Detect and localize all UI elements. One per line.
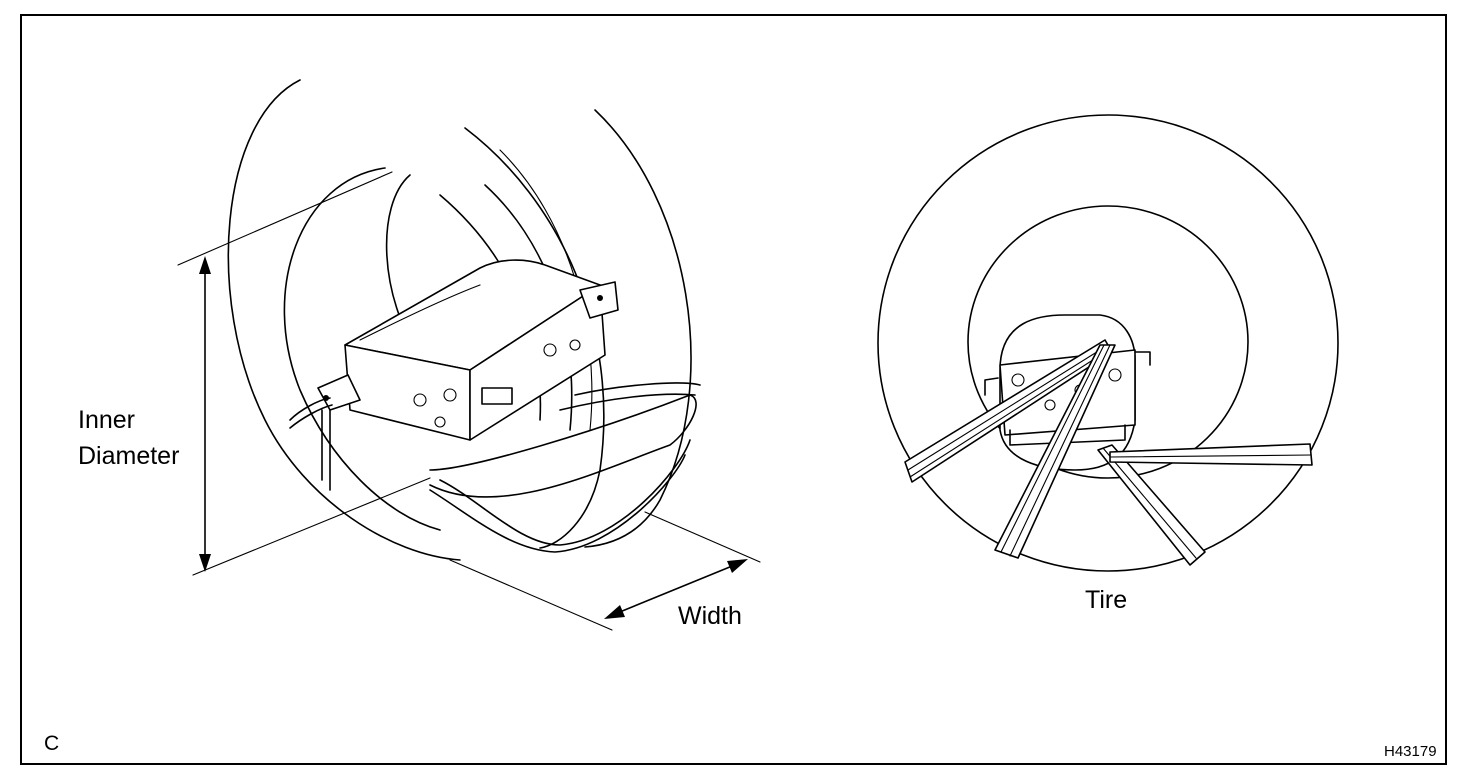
diagram-frame bbox=[20, 14, 1447, 765]
tire-inner-circle bbox=[967, 205, 1249, 479]
width-arrowhead-right bbox=[727, 559, 748, 573]
inner-diameter-arrowhead-top bbox=[199, 256, 211, 274]
label-inner: Inner bbox=[78, 406, 135, 434]
rv-strap-lower-left-line-2 bbox=[1009, 344, 1111, 557]
rv-strap-right-line bbox=[1109, 454, 1312, 458]
right-tire-illustration bbox=[877, 114, 1339, 572]
rv-strap-right bbox=[1109, 443, 1313, 466]
tire-outer-arc-front-2 bbox=[584, 109, 692, 548]
tire-outer-circle bbox=[877, 114, 1339, 572]
wire-strap-loop-5 bbox=[559, 393, 696, 411]
bolt-5 bbox=[569, 339, 581, 351]
rv-bracket-right bbox=[1134, 351, 1151, 366]
bracket-hole-right bbox=[597, 295, 603, 301]
wire-strap-loop-2 bbox=[439, 439, 691, 546]
inner-diameter-dimension bbox=[177, 171, 431, 576]
airbag-connector-plate bbox=[481, 387, 513, 405]
width-extension-bottom bbox=[449, 559, 613, 631]
bolt-2 bbox=[443, 388, 457, 402]
width-extension-top bbox=[644, 511, 761, 563]
rv-bolt-2 bbox=[1108, 368, 1122, 382]
airbag-module-top bbox=[344, 259, 601, 371]
view-letter: C bbox=[44, 732, 60, 755]
width-arrowhead-left bbox=[604, 605, 625, 619]
tire-inner-bead bbox=[283, 167, 441, 531]
rv-bracket-left bbox=[984, 377, 999, 396]
wire-strap-loop-4 bbox=[574, 382, 701, 396]
inner-diameter-extension-top bbox=[177, 171, 393, 266]
figure-code: H43179 bbox=[1384, 743, 1437, 760]
rv-strap-upper-left-line bbox=[907, 344, 1109, 471]
inner-diameter-arrowhead-bottom bbox=[199, 554, 211, 572]
wire-strap-left-2 bbox=[289, 404, 333, 429]
rv-bolt-1 bbox=[1011, 373, 1025, 387]
width-arrow-shaft bbox=[609, 561, 743, 617]
label-tire: Tire bbox=[1085, 586, 1128, 614]
bolt-1 bbox=[413, 393, 427, 407]
airbag-module-cover-edge bbox=[359, 284, 481, 341]
label-diameter: Diameter bbox=[78, 442, 180, 470]
rv-bolt-4 bbox=[1044, 399, 1056, 411]
bolt-3 bbox=[434, 416, 446, 428]
rv-strap-lower-right-line bbox=[1102, 447, 1197, 559]
tire-outer-arc-front-1 bbox=[464, 127, 605, 549]
rv-strap-lower-left-line bbox=[1000, 344, 1105, 553]
width-dimension bbox=[449, 511, 761, 631]
inner-diameter-extension-bottom bbox=[192, 477, 431, 576]
wire-strap-loop-1 bbox=[429, 394, 697, 498]
left-tire-illustration bbox=[227, 79, 701, 561]
mounting-bracket-left bbox=[317, 374, 361, 411]
tire-outer-arc-back bbox=[227, 79, 461, 561]
bolt-4 bbox=[543, 343, 557, 357]
wire-strap-loop-3 bbox=[429, 454, 686, 553]
wire-strap-left-1 bbox=[289, 397, 331, 421]
rv-strap-upper-left-line-2 bbox=[909, 348, 1111, 478]
label-width: Width bbox=[678, 602, 742, 630]
